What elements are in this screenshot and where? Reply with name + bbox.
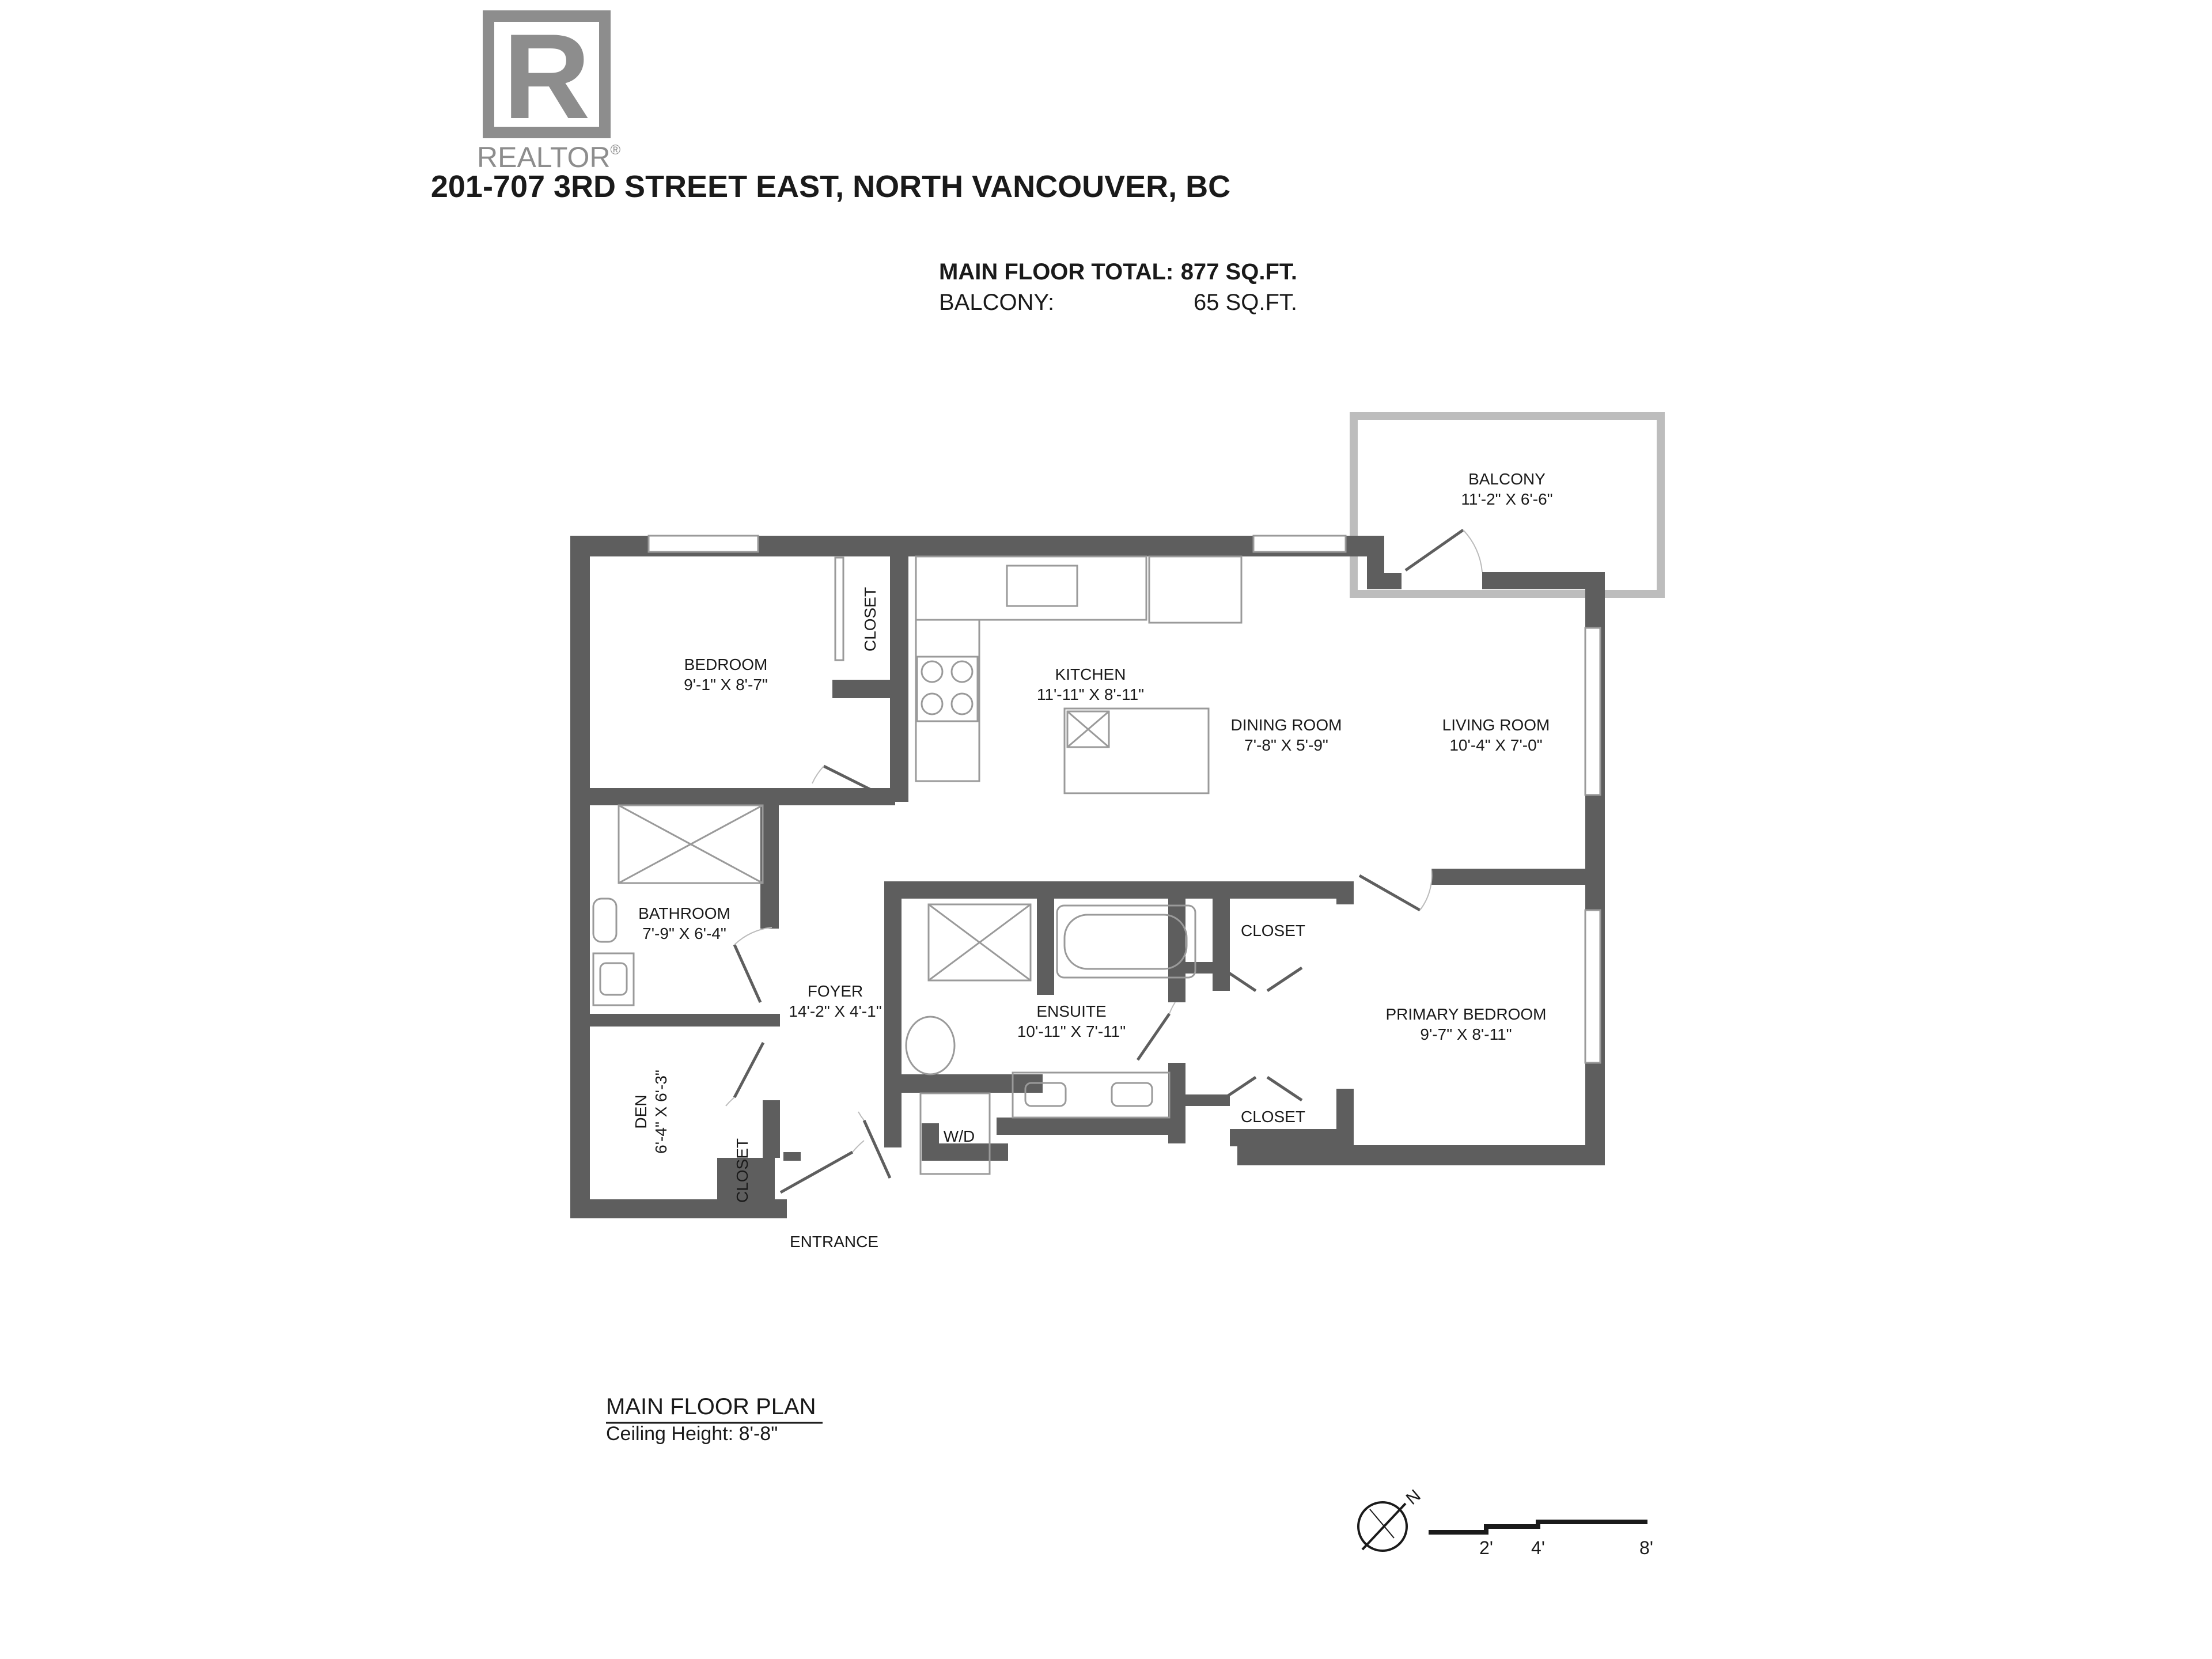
room-labels: BALCONY 11'-2" X 6'-6" BEDROOM 9'-1" X 8… [632,470,1553,1251]
washer-dryer-box [919,1092,991,1175]
balcony-label: BALCONY [1468,470,1546,488]
cooktop [916,656,979,722]
balcony-total-label: BALCONY: [939,290,1054,315]
window-kitchen [1252,535,1347,553]
bathroom-label: BATHROOM [638,904,730,922]
entrance-label: ENTRANCE [790,1233,878,1251]
interior-walls [590,553,1585,1199]
scale-tick-8: 8' [1639,1537,1653,1558]
bedroom-dims: 9'-1" X 8'-7" [684,676,768,694]
kitchen-counter [915,555,1147,621]
entrance-closet-label: CLOSET [733,1138,751,1203]
kitchen-sink [1006,565,1078,607]
window-living [1584,627,1601,796]
balcony-dims: 11'-2" X 6'-6" [1461,490,1552,508]
floor-plan [570,412,1665,1218]
den-label: DEN [632,1094,650,1128]
washer-dryer-label: W/D [944,1127,975,1145]
compass: N [1357,1486,1425,1552]
fixtures [592,555,1243,1175]
doors [725,528,1483,1194]
closet-primary-top-label: CLOSET [1241,922,1305,940]
window-bedroom [647,535,759,553]
plan-title: MAIN FLOOR PLAN [606,1394,816,1419]
realtor-wordmark: REALTOR® [477,141,621,173]
scale-bar: 2' 4' 8' [1429,1520,1653,1558]
ensuite-dims: 10'-11" X 7'-11" [1017,1022,1126,1040]
bathroom-dims: 7'-9" X 6'-4" [642,925,726,942]
ensuite-tub [1056,904,1196,979]
bedroom-closet-rod [834,556,844,661]
foyer-label: FOYER [808,982,863,1000]
plan-title-block: MAIN FLOOR PLAN Ceiling Height: 8'-8" [606,1394,823,1445]
primary-bedroom-label: PRIMARY BEDROOM [1385,1005,1546,1023]
scale-tick-2: 2' [1479,1537,1493,1558]
balcony-total-value: 65 SQ.FT. [1194,290,1297,315]
primary-bedroom-dims: 9'-7" X 8'-11" [1420,1025,1512,1043]
ensuite-vanity [1012,1071,1171,1119]
compass-circle [1357,1501,1408,1552]
dining-room-label: DINING ROOM [1231,716,1342,734]
bedroom-label: BEDROOM [684,656,768,673]
dining-room-dims: 7'-8" X 5'-9" [1244,736,1328,754]
living-room-label: LIVING ROOM [1442,716,1550,734]
windows [647,535,1601,1064]
closet-primary-bottom-label: CLOSET [1241,1108,1305,1126]
kitchen-side-counter [915,619,980,782]
range-hood [1148,555,1243,624]
bathroom-shower [618,804,764,884]
foyer-dims: 14'-2" X 4'-1" [789,1002,881,1020]
main-floor-total-label: MAIN FLOOR TOTAL: [939,259,1173,285]
compass-north: N [1403,1486,1425,1509]
realtor-logo-inner [494,22,599,127]
bathroom-vanity [592,952,635,1006]
area-totals: MAIN FLOOR TOTAL: 877 SQ.FT. BALCONY: 65… [939,259,1297,315]
realtor-logo-letter: R [503,9,590,144]
bathroom-toilet [592,897,618,943]
ensuite-shower [927,903,1032,982]
ceiling-height: Ceiling Height: 8'-8" [606,1423,778,1445]
kitchen-label: KITCHEN [1055,665,1126,683]
balcony-outline [1350,412,1665,598]
main-floor-total-value: 877 SQ.FT. [1181,259,1297,285]
property-address: 201-707 3RD STREET EAST, NORTH VANCOUVER… [431,169,1230,204]
den-dims: 6'-4" X 6'-3" [652,1070,670,1154]
ensuite-toilet [905,1016,956,1075]
window-primary [1584,909,1601,1064]
scale-tick-4: 4' [1531,1537,1545,1558]
realtor-logo: R REALTOR® [477,9,621,173]
kitchen-island [1063,707,1210,794]
ensuite-label: ENSUITE [1036,1002,1106,1020]
bedroom-closet-label: CLOSET [861,587,879,652]
kitchen-dims: 11'-11" X 8'-11" [1037,685,1144,703]
living-room-dims: 10'-4" X 7'-0" [1449,736,1542,754]
